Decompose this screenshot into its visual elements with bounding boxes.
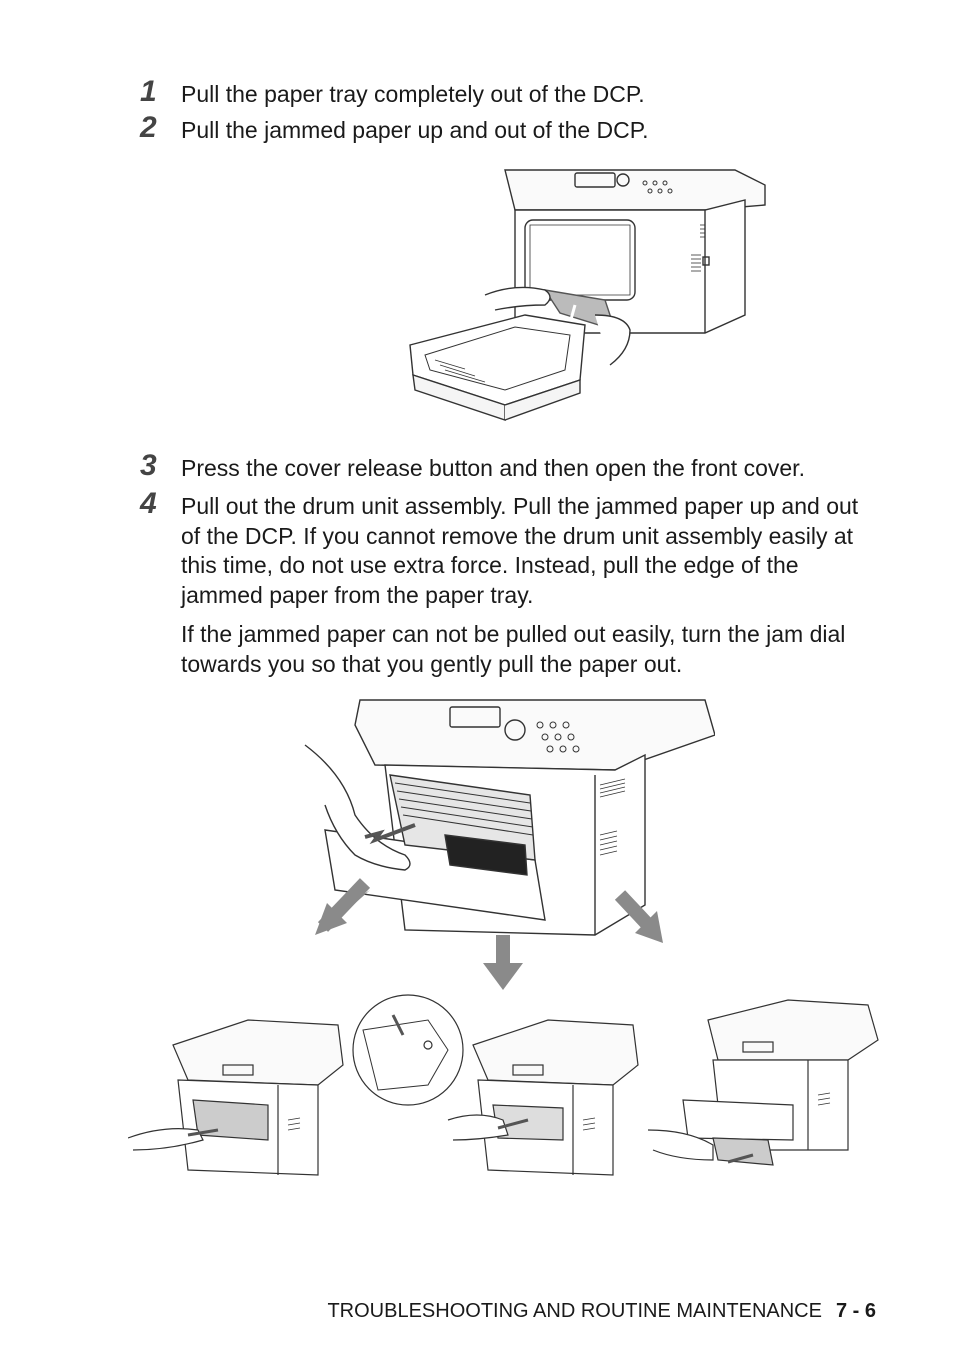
- page-number: 7 - 6: [835, 1300, 876, 1322]
- step-text: Pull the jammed paper up and out of the …: [181, 117, 649, 143]
- middle-machine-view: [447, 1019, 639, 1176]
- step-number: 4: [140, 487, 157, 520]
- jam-dial-inset: [352, 994, 464, 1106]
- page-footer: TROUBLESHOOTING AND ROUTINE MAINTENANCE 7…: [327, 1300, 876, 1323]
- step-number: 3: [140, 449, 157, 482]
- left-machine-view: [128, 1019, 344, 1176]
- step-text: Press the cover release button and then …: [181, 455, 805, 481]
- footer-section-title: TROUBLESHOOTING AND ROUTINE MAINTENANCE: [327, 1300, 822, 1322]
- step-4-note: If the jammed paper can not be pulled ou…: [181, 621, 846, 677]
- jam-clearing-views-illustration: [128, 990, 888, 1180]
- step-number: 2: [140, 111, 157, 144]
- paper-tray-removal-illustration: [405, 165, 775, 425]
- step-number: 1: [140, 75, 157, 108]
- step-text: Pull the paper tray completely out of th…: [181, 81, 645, 107]
- drum-unit-removal-illustration: [295, 695, 715, 995]
- step-text: Pull out the drum unit assembly. Pull th…: [181, 493, 859, 608]
- right-machine-view: [647, 999, 879, 1166]
